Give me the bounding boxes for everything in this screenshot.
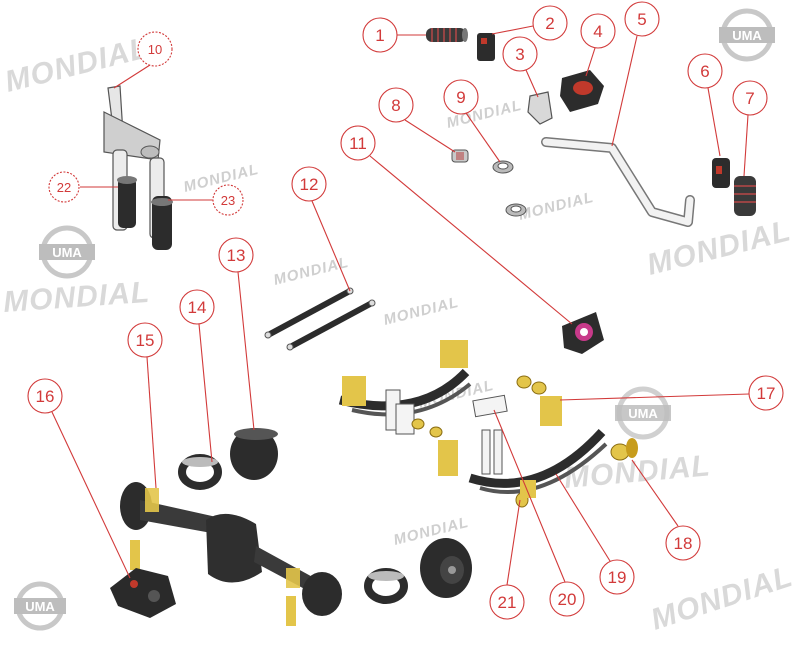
throttle-switch <box>477 33 495 61</box>
callout-12: 12 <box>291 166 351 292</box>
callout-label: 5 <box>637 10 646 29</box>
bearing <box>492 160 527 217</box>
callout-9: 9 <box>443 79 501 163</box>
logo-text: UMA <box>25 599 55 614</box>
callout-label: 11 <box>349 134 367 153</box>
callout-4: 4 <box>580 13 616 77</box>
callout-label: 3 <box>515 45 524 64</box>
callout-label: 22 <box>57 180 71 195</box>
callout-3: 3 <box>502 36 539 98</box>
leaf-spring-lower <box>438 394 608 495</box>
callout-label: 4 <box>593 22 602 41</box>
callout-label: 8 <box>391 96 400 115</box>
callout-label: 10 <box>148 42 162 57</box>
callout-7: 7 <box>732 80 768 177</box>
mount-bracket <box>527 91 553 125</box>
front-fork-assembly <box>103 85 173 250</box>
bearing <box>451 149 469 163</box>
shock-rods <box>264 287 376 351</box>
callout-1: 1 <box>362 17 426 53</box>
callout-label: 2 <box>545 14 554 33</box>
callout-5: 5 <box>611 1 660 147</box>
uma-logo: UMA <box>14 581 66 631</box>
logo-text: UMA <box>732 28 762 43</box>
watermark-mondial: MONDIAL <box>272 254 351 289</box>
callout-label: 14 <box>188 298 207 317</box>
watermark-mondial: MONDIAL <box>647 560 797 637</box>
watermark-mondial: MONDIAL <box>382 294 461 329</box>
callout-8: 8 <box>378 87 456 153</box>
callout-label: 21 <box>498 593 517 612</box>
watermark-mondial: MONDIAL <box>2 276 151 319</box>
callout-label: 18 <box>674 534 693 553</box>
uma-logo: UMA <box>39 225 95 279</box>
hub-unit <box>562 312 604 354</box>
uma-logo: UMA <box>719 8 775 62</box>
logo-text: UMA <box>52 245 82 260</box>
callout-label: 23 <box>221 193 235 208</box>
callout-21: 21 <box>489 499 525 620</box>
callout-label: 16 <box>36 387 55 406</box>
callout-label: 17 <box>757 384 776 403</box>
callout-label: 15 <box>136 331 155 350</box>
uma-logo: UMA <box>615 386 671 440</box>
callout-label: 7 <box>745 89 754 108</box>
callout-label: 1 <box>375 26 384 45</box>
callout-2: 2 <box>491 5 568 41</box>
callout-label: 13 <box>227 246 246 265</box>
watermark-mondial: MONDIAL <box>2 31 153 99</box>
callout-label: 6 <box>700 62 709 81</box>
brake-drum-cover <box>230 428 278 480</box>
callout-label: 19 <box>608 568 627 587</box>
callout-17: 17 <box>559 375 784 411</box>
watermark-mondial: MONDIAL <box>517 189 596 224</box>
callout-18: 18 <box>631 459 701 561</box>
logo-text: UMA <box>628 406 658 421</box>
callout-11: 11 <box>340 125 573 325</box>
callout-23: 23 <box>168 184 244 216</box>
handle-grip <box>426 28 468 42</box>
handlebar-cover <box>560 70 604 112</box>
bushing <box>411 375 638 508</box>
callout-13: 13 <box>218 237 255 431</box>
callout-22: 22 <box>48 171 118 203</box>
callout-label: 9 <box>456 88 465 107</box>
right-switch <box>712 158 730 188</box>
callout-16: 16 <box>27 378 131 579</box>
callout-label: 20 <box>558 590 577 609</box>
callout-10: 10 <box>113 31 173 89</box>
callout-19: 19 <box>555 473 635 595</box>
brake-shoe <box>364 568 408 604</box>
handlebar <box>541 137 695 227</box>
right-grip <box>734 176 756 216</box>
callout-14: 14 <box>179 289 215 463</box>
watermark-mondial: MONDIAL <box>644 214 795 282</box>
rear-axle <box>120 482 342 626</box>
callout-15: 15 <box>127 322 163 489</box>
leaf-spring-upper <box>338 340 472 435</box>
callout-20: 20 <box>493 409 585 617</box>
callout-label: 12 <box>300 175 319 194</box>
brake-drum <box>420 538 472 598</box>
differential <box>110 568 176 618</box>
watermark-mondial: MONDIAL <box>563 449 712 495</box>
brake-shoe <box>178 454 222 490</box>
callout-6: 6 <box>687 53 723 157</box>
